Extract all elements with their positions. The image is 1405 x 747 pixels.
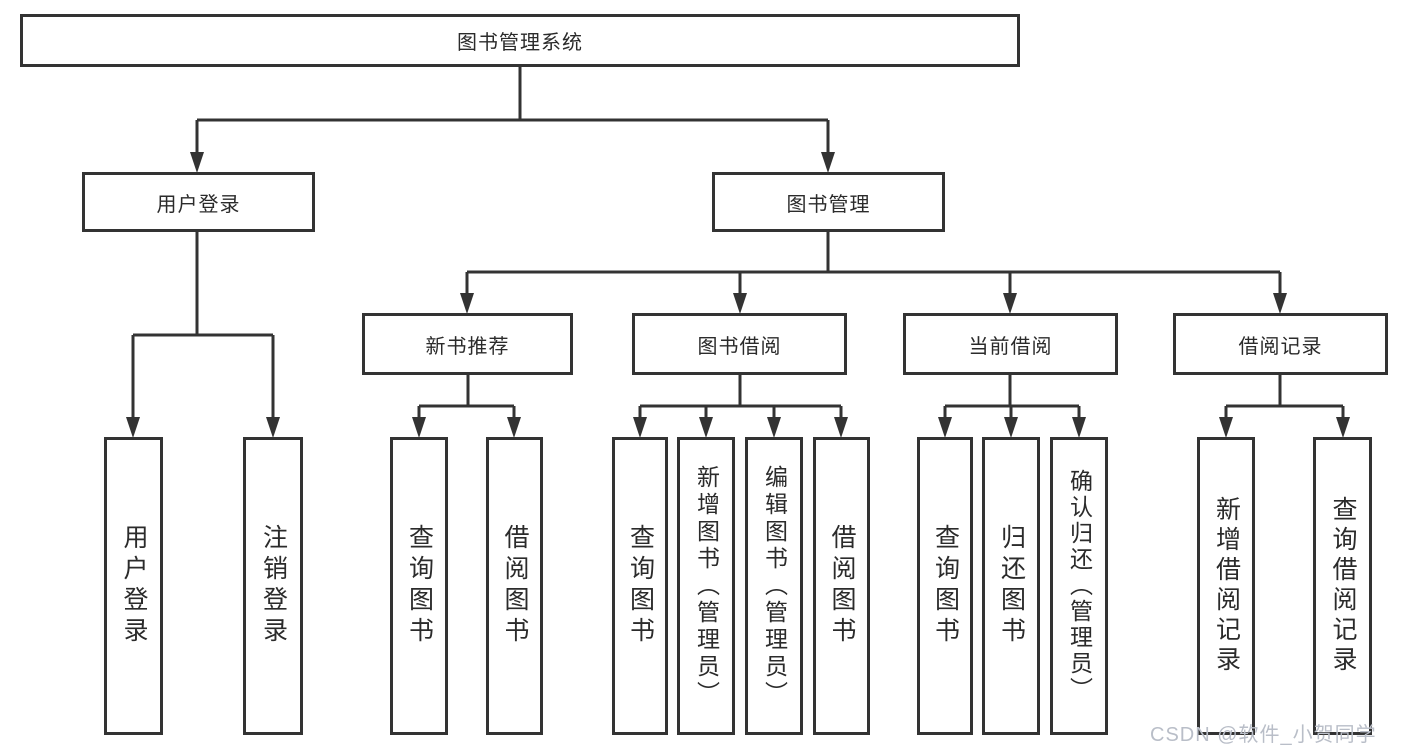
leaf-query-borrow-record: 查询借阅记录 — [1313, 437, 1372, 735]
node-borrow-records: 借阅记录 — [1173, 313, 1388, 375]
node-label: 查询图书 — [626, 524, 655, 648]
node-label: 借阅图书 — [828, 524, 856, 648]
node-label: 查询图书 — [931, 524, 960, 648]
node-user-login: 用户登录 — [82, 172, 315, 232]
node-label: 用户登录 — [156, 193, 241, 216]
leaf-query-books-recommend: 查询图书 — [390, 437, 448, 735]
leaf-add-books-admin: 新增图书（管理员） — [677, 437, 735, 735]
node-label: 新增图书（管理员） — [693, 464, 720, 708]
leaf-edit-books-admin: 编辑图书（管理员） — [745, 437, 803, 735]
leaf-query-books-borrow: 查询图书 — [612, 437, 668, 735]
node-label: 借阅图书 — [501, 524, 529, 648]
node-label: 归还图书 — [997, 524, 1026, 648]
leaf-return-books: 归还图书 — [982, 437, 1040, 735]
leaf-borrow-books: 借阅图书 — [813, 437, 870, 735]
node-label: 确认归还（管理员） — [1066, 469, 1093, 703]
node-root-system: 图书管理系统 — [20, 14, 1020, 67]
node-label: 编辑图书（管理员） — [761, 464, 788, 708]
node-label: 当前借阅 — [968, 335, 1053, 358]
node-label: 新书推荐 — [425, 335, 510, 358]
node-label: 借阅记录 — [1238, 335, 1323, 358]
node-current-borrow: 当前借阅 — [903, 313, 1118, 375]
node-label: 图书借阅 — [697, 335, 782, 358]
csdn-watermark: CSDN @软件_小贺同学 — [1150, 724, 1377, 746]
node-label: 用户登录 — [120, 524, 148, 648]
node-book-borrow: 图书借阅 — [632, 313, 847, 375]
leaf-confirm-return-admin: 确认归还（管理员） — [1050, 437, 1108, 735]
node-label: 图书管理 — [786, 193, 871, 216]
leaf-user-login: 用户登录 — [104, 437, 163, 735]
leaf-logout: 注销登录 — [243, 437, 303, 735]
node-label: 查询借阅记录 — [1329, 496, 1357, 676]
node-book-management: 图书管理 — [712, 172, 945, 232]
node-label: 查询图书 — [405, 524, 434, 648]
leaf-borrow-books-recommend: 借阅图书 — [486, 437, 543, 735]
node-label: 新增借阅记录 — [1212, 496, 1241, 676]
node-label: 注销登录 — [259, 524, 288, 648]
node-new-book-recommend: 新书推荐 — [362, 313, 573, 375]
leaf-add-borrow-record: 新增借阅记录 — [1197, 437, 1255, 735]
arrowhead-icons — [126, 152, 1350, 438]
leaf-query-books-current: 查询图书 — [917, 437, 973, 735]
node-label: 图书管理系统 — [457, 32, 583, 54]
